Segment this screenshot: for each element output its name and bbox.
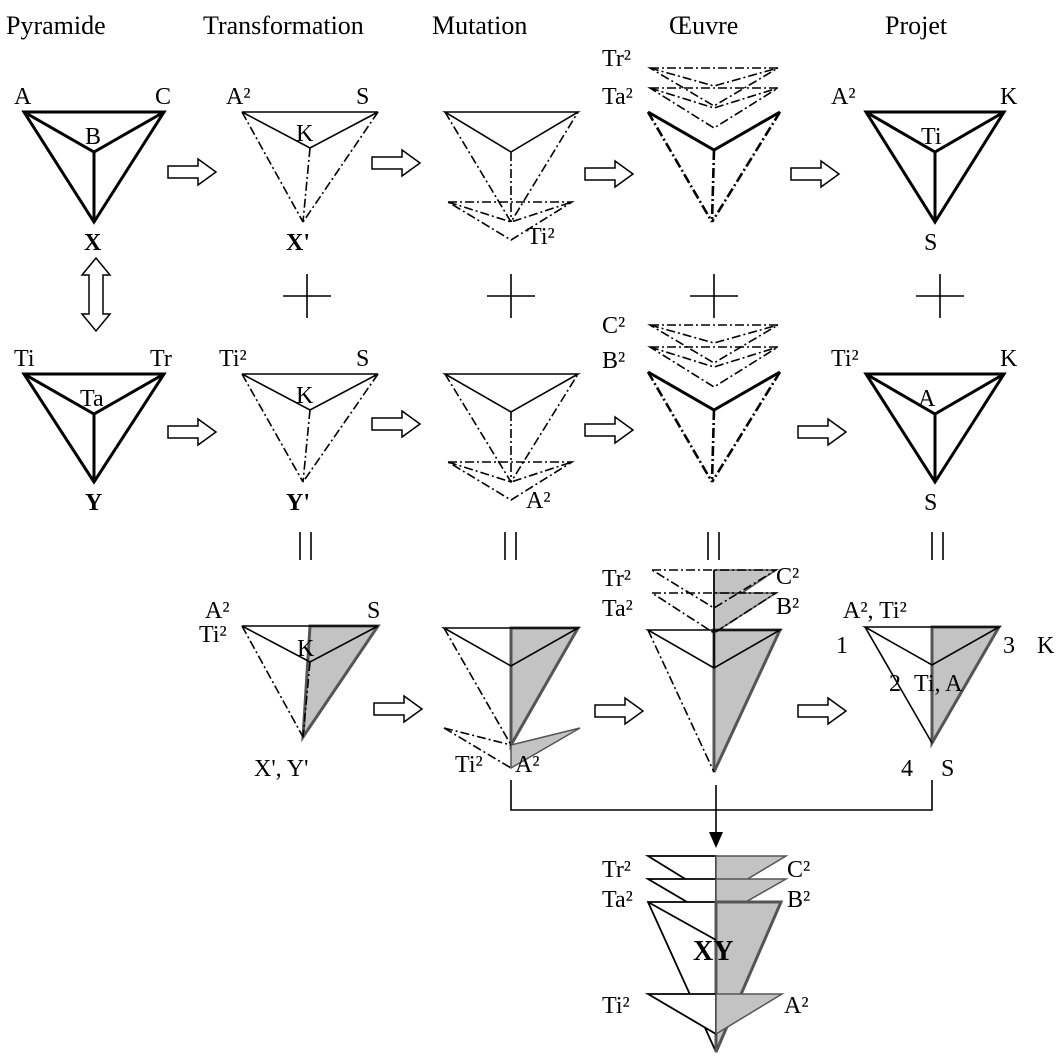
arrow-right-icon [167,158,217,186]
oeuvre-2: C² B² [602,313,782,483]
label-x-y-prime: X', Y' [254,756,308,782]
label-a2: A² [515,752,540,778]
mutation-combined: Ti² A² [440,626,582,778]
label-a2: A² [526,488,551,514]
arrow-right-icon [790,160,840,188]
label-s: S [924,230,937,256]
label-y: Y [85,490,102,516]
transformation-combined: A² Ti² S K X', Y' [199,598,381,782]
label-xy: XY [693,936,733,967]
label-ta: Ta [80,386,104,412]
label-c: C [155,84,171,110]
oeuvre-combined: Tr² Ta² C² B² [602,564,799,773]
label-b2: B² [602,348,625,374]
label-x-prime: X' [286,230,310,256]
projet-2: Ti² K A S [831,346,1018,516]
label-s: S [924,490,937,516]
transformation-x: A² S K X' [226,84,379,256]
header-mutation: Mutation [432,11,527,40]
header-oeuvre: Œuvre [669,11,738,40]
label-ti2: Ti² [455,752,483,778]
label-ti2: Ti² [199,622,227,648]
label-c2: C² [787,857,810,883]
label-s: S [941,756,954,782]
label-ta2: Ta² [602,596,633,622]
arrow-right-icon [373,695,423,723]
label-ti2: Ti² [831,346,859,372]
mutation-1: Ti² [442,111,581,250]
label-a2-ti2: A², Ti² [843,598,907,624]
label-y-prime: Y' [286,490,310,516]
label-c2: C² [602,313,625,339]
label-k: K [1037,633,1055,659]
arrow-right-icon [594,697,644,725]
label-x: X [84,230,102,256]
bracket-connector [510,780,933,848]
label-b: B [85,124,101,150]
pyramid-x: A C B X [14,84,171,256]
label-k: K [297,636,315,662]
label-c2: C² [776,564,799,590]
arrow-right-icon [371,149,421,177]
label-b2: B² [776,594,799,620]
label-ti-a: Ti, A [914,671,963,697]
label-a2: A² [205,598,230,624]
row3: A² Ti² S K X', Y' Ti² A² [199,564,1055,782]
equals-signs [299,532,944,560]
projet-combined: A², Ti² 1 3 K 2 Ti, A 4 S [836,598,1055,782]
label-ti2: Ti² [527,224,555,250]
row2: Ti Tr Ta Y Ti² S K Y' A² [14,313,1018,516]
transformation-y: Ti² S K Y' [219,346,379,516]
row1: A C B X A² S K X' Ti² [14,46,1018,256]
header-transformation: Transformation [203,11,364,40]
label-ti2: Ti² [602,993,630,1019]
label-2: 2 [889,671,901,697]
label-a: A [918,386,936,412]
label-a2: A² [226,84,251,110]
label-s: S [367,598,380,624]
arrow-down-icon [709,832,723,848]
label-k: K [296,121,314,147]
result-xy: Tr² C² Ta² B² XY Ti² A² [602,855,810,1053]
label-ta2: Ta² [602,887,633,913]
plus-signs [283,274,964,318]
label-s: S [356,346,369,372]
label-tr2: Tr² [602,566,631,592]
label-ti2: Ti² [219,346,247,372]
header-pyramide: Pyramide [6,11,106,40]
label-tr2: Tr² [602,857,631,883]
label-tr2: Tr² [602,46,631,72]
label-a: A [14,84,32,110]
label-ti: Ti [14,346,35,372]
pyramid-y: Ti Tr Ta Y [14,346,172,516]
label-ti: Ti [921,124,942,150]
label-tr: Tr [150,346,172,372]
label-4: 4 [901,756,913,782]
label-ta2: Ta² [602,84,633,110]
projet-1: A² K Ti S [831,84,1018,256]
label-k: K [1000,346,1018,372]
header-projet: Projet [885,11,948,40]
mutation-2: A² [442,373,582,514]
label-a2: A² [831,84,856,110]
label-k: K [296,383,314,409]
arrow-right-icon [167,418,217,446]
label-k: K [1000,84,1018,110]
column-headers: Pyramide Transformation Mutation Œuvre P… [6,11,948,40]
double-arrow-vertical-icon [81,257,111,332]
arrow-right-icon [371,410,421,438]
label-s: S [356,84,369,110]
arrow-right-icon [584,160,634,188]
label-1: 1 [836,633,848,659]
oeuvre-1: Tr² Ta² [602,46,782,223]
arrow-right-icon [797,418,847,446]
label-b2: B² [787,887,810,913]
label-a2: A² [784,993,809,1019]
label-3: 3 [1003,633,1015,659]
arrow-right-icon [797,697,847,725]
arrow-right-icon [584,416,634,444]
